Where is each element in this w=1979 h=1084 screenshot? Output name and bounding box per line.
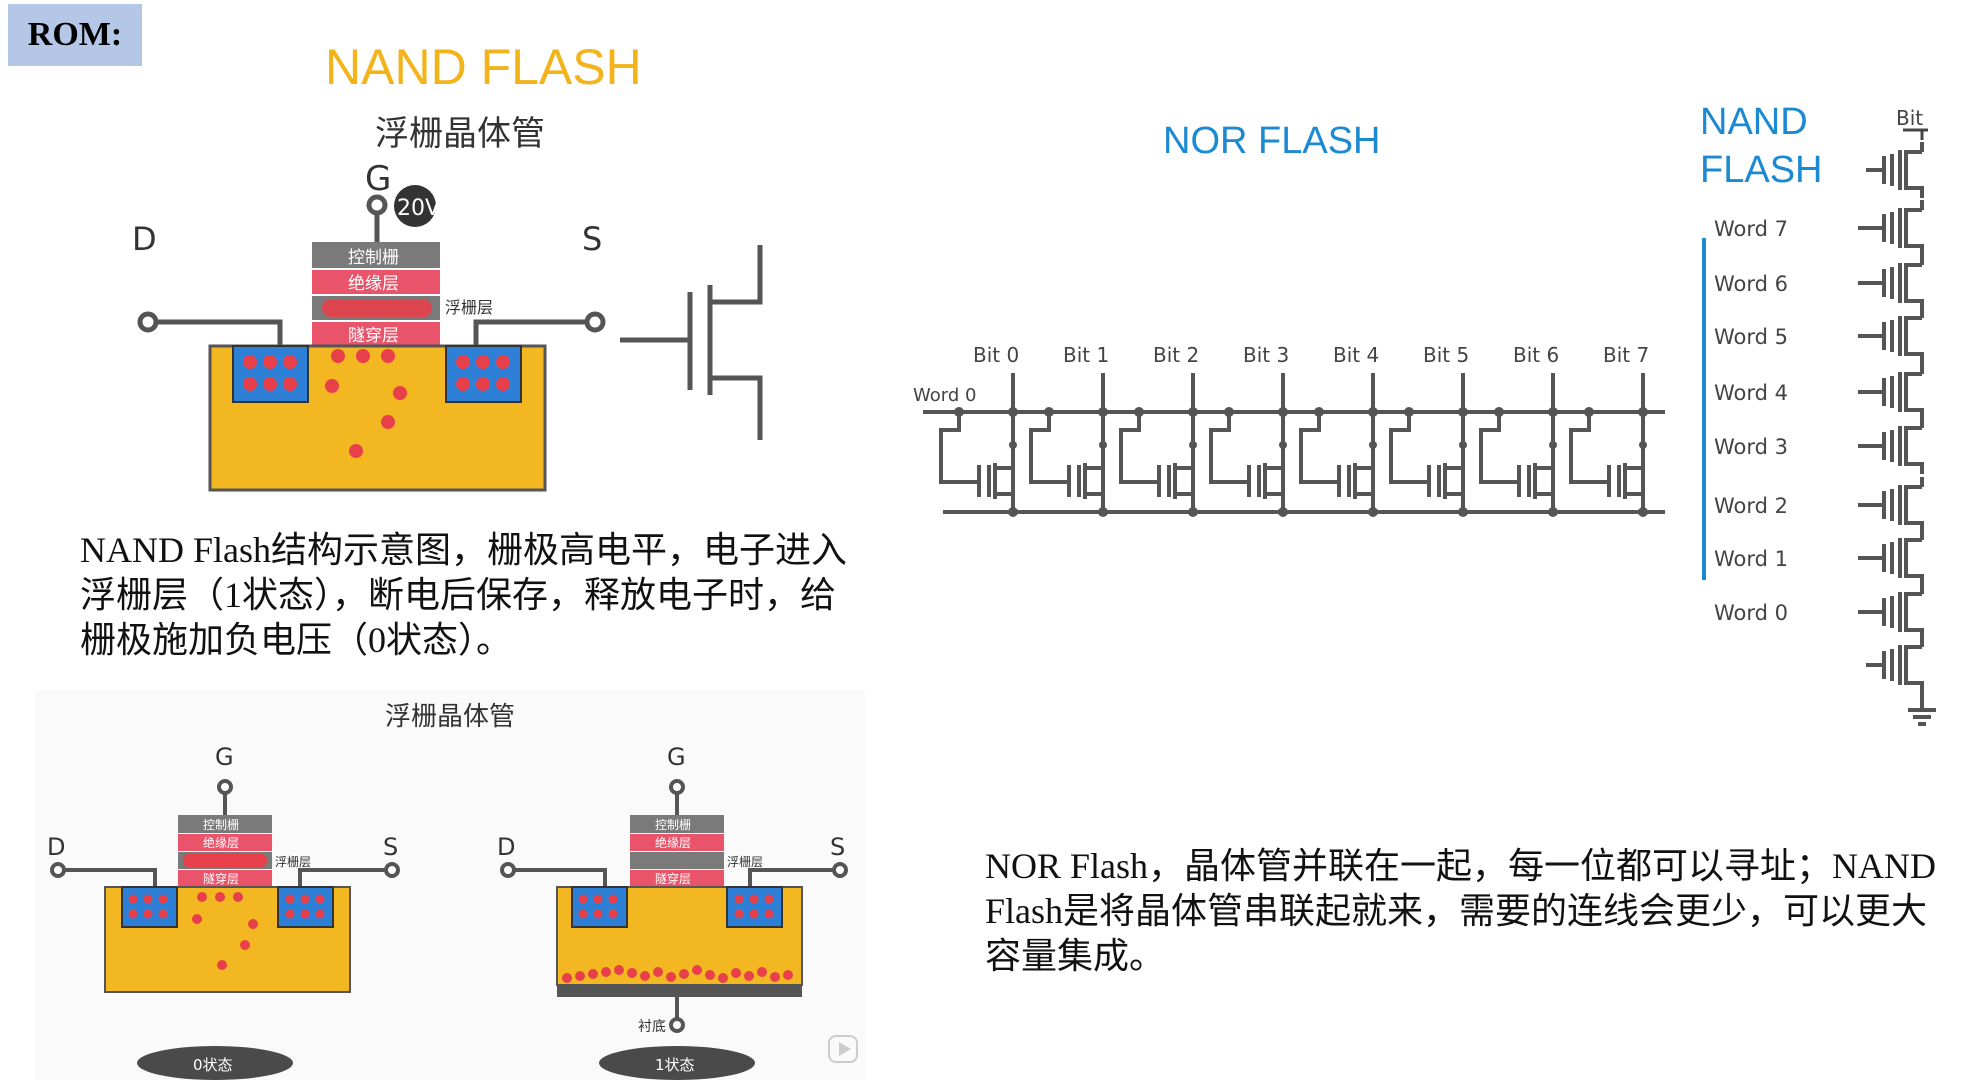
nand-word-label: Word 1	[1714, 547, 1788, 571]
svg-text:0状态: 0状态	[193, 1056, 233, 1074]
nand-word-label: Word 0	[1714, 601, 1788, 625]
nor-bit-label: Bit 6	[1513, 343, 1559, 367]
nor-cell-transistor	[1389, 412, 1467, 512]
svg-text:控制栅: 控制栅	[655, 817, 691, 832]
nor-flash-title: NOR FLASH	[1163, 120, 1381, 162]
svg-text:衬底: 衬底	[638, 1019, 666, 1035]
drain-label: D	[132, 220, 157, 258]
nor-cell-transistor	[1209, 412, 1287, 512]
nand-cell-transistor	[1866, 637, 1924, 693]
nor-nand-comparison: NOR Flash，晶体管并联在一起，每一位都可以寻址；NAND Flash是将…	[985, 846, 1937, 976]
nor-circuit: Word 0 Bit 0 Bit 1 Bit 2 Bit 3 Bit 4 Bit 5 Bit…	[913, 343, 1665, 517]
voltage-badge	[394, 185, 436, 227]
nand-flash-title: NAND FLASH	[325, 39, 642, 95]
insulator-layer	[312, 270, 440, 294]
nor-cell-transistor	[939, 412, 1017, 512]
svg-text:G: G	[215, 743, 234, 771]
nor-bit-label: Bit 5	[1423, 343, 1469, 367]
svg-text:S: S	[830, 833, 845, 861]
svg-text:浮栅层: 浮栅层	[727, 854, 763, 869]
voltage-badge-text: 20V	[397, 196, 440, 221]
nand-word-label: Word 4	[1714, 381, 1788, 405]
svg-text:隧穿层: 隧穿层	[203, 871, 239, 886]
gate-terminal	[366, 194, 388, 216]
nand-word-label: Word 2	[1714, 494, 1788, 518]
top-fgt-diagram: 浮栅晶体管 G 20V 控制栅 绝缘层 浮栅层 隧穿层 D S	[132, 114, 763, 492]
fgt-state-1: G 控制栅 绝缘层 浮栅层 隧穿层 D S	[497, 743, 848, 1080]
nand-cell-transistor	[1858, 418, 1924, 474]
transistor-symbol	[620, 245, 763, 440]
nand-word-label: Word 6	[1714, 272, 1788, 296]
svg-text:D: D	[497, 833, 515, 861]
nand-cell-transistor	[1858, 364, 1924, 420]
nand-cell-transistor	[1858, 255, 1924, 311]
nor-bit-label: Bit 2	[1153, 343, 1199, 367]
nand-bit-label: Bit	[1896, 106, 1923, 130]
state-0-pill	[137, 1046, 293, 1080]
control-gate-layer	[312, 242, 440, 268]
nand-word-label: Word 3	[1714, 435, 1788, 459]
svg-text:隧穿层: 隧穿层	[348, 326, 399, 346]
nand-title-line1: NAND	[1700, 101, 1808, 143]
nor-cell-transistor	[1479, 412, 1557, 512]
fgt-state-0: G 控制栅 绝缘层 浮栅层 隧穿层 D S 0状态	[47, 743, 400, 1080]
nand-cell-transistor	[1858, 530, 1924, 586]
svg-text:隧穿层: 隧穿层	[655, 871, 691, 886]
svg-text:G: G	[667, 743, 686, 771]
svg-text:浮栅层: 浮栅层	[275, 854, 311, 869]
floating-gate-label: 浮栅层	[445, 298, 493, 317]
nor-bit-label: Bit 7	[1603, 343, 1649, 367]
svg-text:控制栅: 控制栅	[203, 817, 239, 832]
source-label: S	[582, 220, 602, 258]
nand-cell-transistor	[1858, 308, 1924, 364]
nor-cell-transistor	[1569, 412, 1647, 512]
play-icon[interactable]	[828, 1035, 858, 1063]
nor-word-label: Word 0	[913, 385, 976, 406]
nand-cell-transistor	[1866, 142, 1924, 198]
svg-text:1状态: 1状态	[655, 1056, 695, 1074]
bottom-fgt-panel: 浮栅晶体管 G 控制栅 绝缘层 浮栅层 隧穿层 D S	[35, 690, 865, 1080]
nor-bit-label: Bit 0	[973, 343, 1019, 367]
nand-word-label: Word 5	[1714, 325, 1788, 349]
nor-bit-label: Bit 3	[1243, 343, 1289, 367]
svg-text:绝缘层: 绝缘层	[655, 835, 691, 850]
top-fgt-title: 浮栅晶体管	[375, 114, 545, 154]
svg-text:S: S	[383, 833, 398, 861]
bottom-panel-title: 浮栅晶体管	[385, 702, 515, 732]
nand-cell-transistor	[1858, 584, 1924, 640]
nand-flash-chain-title: NAND FLASH	[1700, 98, 1822, 194]
nand-cell-transistor	[1858, 477, 1924, 533]
svg-text:绝缘层: 绝缘层	[348, 274, 399, 294]
nand-chain: Bit Word 7 Word 6 Word 5 Word 4 Word 3 Word 2…	[1702, 106, 1936, 726]
state-1-pill	[599, 1046, 755, 1080]
nor-bit-label: Bit 4	[1333, 343, 1379, 367]
svg-text:D: D	[47, 833, 65, 861]
nor-cell-transistor	[1029, 412, 1107, 512]
nand-description: NAND Flash结构示意图，栅极高电平，电子进入浮栅层（1状态），断电后保存…	[80, 530, 848, 660]
svg-text:控制栅: 控制栅	[348, 248, 399, 268]
source-well	[445, 345, 522, 403]
svg-text:绝缘层: 绝缘层	[203, 835, 239, 850]
top-gate-label: G	[365, 159, 391, 199]
nand-title-line2: FLASH	[1700, 149, 1823, 191]
nor-cell-transistor	[1299, 412, 1377, 512]
drain-well	[232, 345, 309, 403]
rom-badge: ROM:	[8, 4, 142, 66]
nand-cell-transistor	[1858, 200, 1924, 256]
nor-cell-transistor	[1119, 412, 1197, 512]
nor-bit-label: Bit 1	[1063, 343, 1109, 367]
tunnel-layer	[312, 322, 440, 346]
nand-word-label: Word 7	[1714, 217, 1788, 241]
